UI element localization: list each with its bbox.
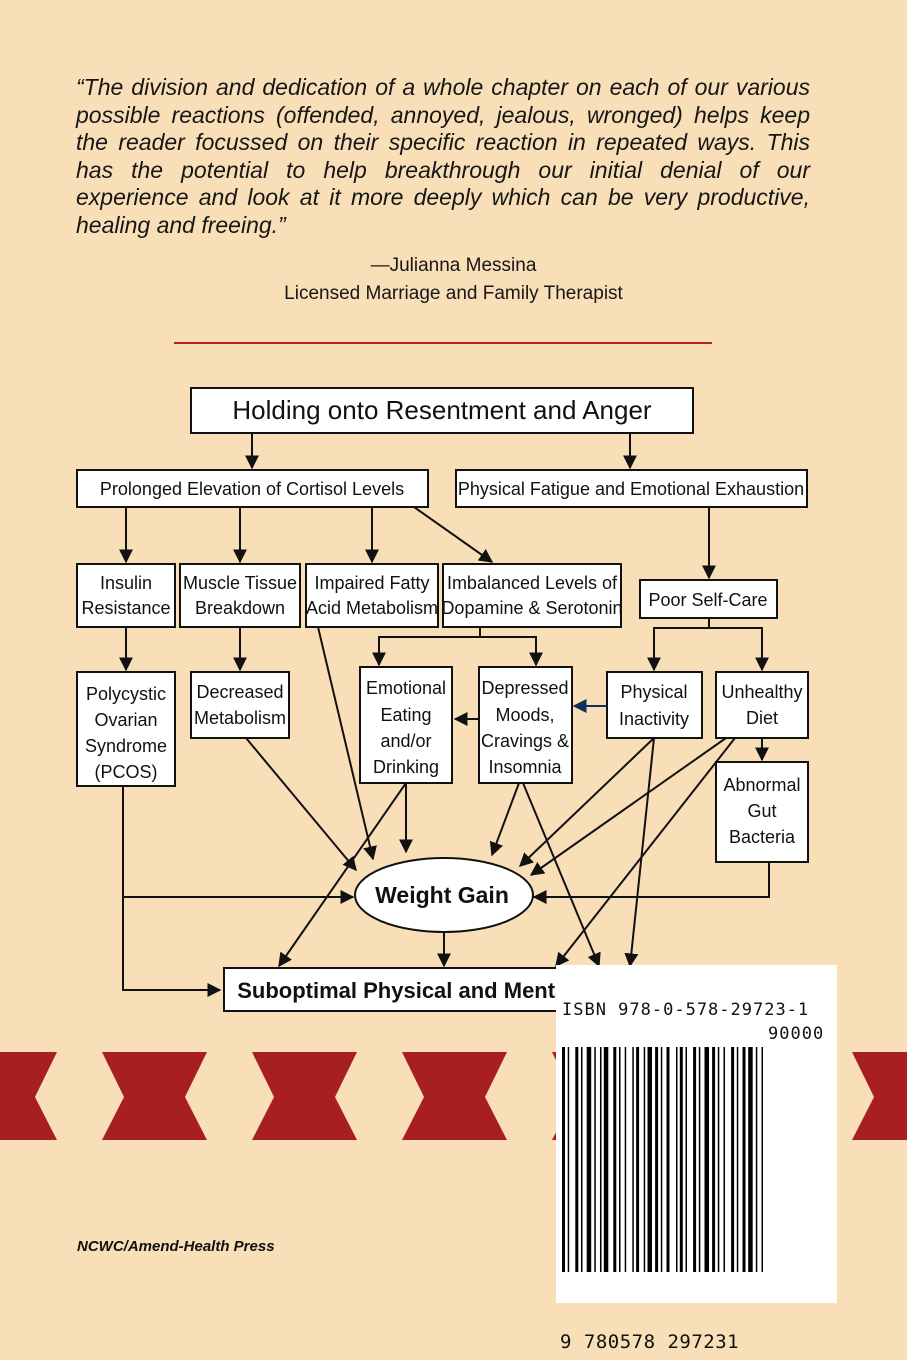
- svg-text:Breakdown: Breakdown: [195, 598, 285, 618]
- svg-text:Insomnia: Insomnia: [488, 757, 562, 777]
- flowchart-arrows: [119, 433, 770, 997]
- svg-text:Ovarian: Ovarian: [94, 710, 157, 730]
- node-muscle: Muscle Tissue Breakdown: [179, 563, 301, 628]
- barcode-bar: [613, 1047, 617, 1272]
- svg-text:Eating: Eating: [380, 705, 431, 725]
- svg-text:Imbalanced Levels of: Imbalanced Levels of: [447, 573, 618, 593]
- svg-text:Acid Metabolism: Acid Metabolism: [306, 598, 438, 618]
- svg-text:Drinking: Drinking: [373, 757, 439, 777]
- barcode-bar: [685, 1047, 687, 1272]
- svg-text:Physical Fatigue and Emotional: Physical Fatigue and Emotional Exhaustio…: [458, 479, 804, 499]
- barcode-bar: [647, 1047, 652, 1272]
- svg-text:and/or: and/or: [380, 731, 431, 751]
- barcode-bar: [660, 1047, 663, 1272]
- barcode-bar: [693, 1047, 697, 1272]
- barcode-bar: [761, 1047, 763, 1272]
- svg-text:(PCOS): (PCOS): [95, 762, 158, 782]
- svg-text:Weight Gain: Weight Gain: [375, 882, 509, 908]
- node-dopamine: Imbalanced Levels of Dopamine & Serotoni…: [441, 563, 623, 628]
- barcode-bar: [755, 1047, 758, 1272]
- svg-text:Diet: Diet: [746, 708, 778, 728]
- barcode-panel: [556, 965, 837, 1303]
- barcode-bar: [600, 1047, 602, 1272]
- barcode-bar: [666, 1047, 670, 1272]
- barcode-bar: [643, 1047, 646, 1272]
- svg-text:Dopamine & Serotonin: Dopamine & Serotonin: [441, 598, 622, 618]
- barcode-bar: [575, 1047, 579, 1272]
- publisher-name: NCWC/Amend-Health Press: [77, 1238, 275, 1255]
- endorsement-quote: “The division and dedication of a whole …: [76, 74, 810, 238]
- svg-text:Muscle Tissue: Muscle Tissue: [183, 573, 297, 593]
- svg-text:Emotional: Emotional: [366, 678, 446, 698]
- barcode-bar: [655, 1047, 659, 1272]
- svg-text:Cravings &: Cravings &: [481, 731, 569, 751]
- svg-text:Bacteria: Bacteria: [729, 827, 796, 847]
- barcode-bar: [586, 1047, 592, 1272]
- barcode-bar: [619, 1047, 621, 1272]
- svg-text:Decreased: Decreased: [196, 682, 283, 702]
- svg-text:Syndrome: Syndrome: [85, 736, 167, 756]
- divider-rule: [174, 342, 712, 344]
- quote-author: —Julianna Messina: [370, 255, 537, 276]
- barcode-bar: [632, 1047, 634, 1272]
- barcode-bar: [712, 1047, 716, 1272]
- barcode-bar: [562, 1047, 565, 1272]
- svg-text:Depressed: Depressed: [481, 678, 568, 698]
- barcode-bar: [624, 1047, 627, 1272]
- svg-text:Insulin: Insulin: [100, 573, 152, 593]
- barcode-bar: [594, 1047, 596, 1272]
- isbn-label: ISBN 978-0-578-29723-1: [562, 1000, 810, 1020]
- svg-text:Moods,: Moods,: [495, 705, 554, 725]
- svg-text:Gut: Gut: [747, 801, 776, 821]
- node-self-care: Poor Self-Care: [639, 579, 778, 619]
- node-metabolism: Decreased Metabolism: [190, 671, 290, 739]
- svg-text:Abnormal: Abnormal: [723, 775, 800, 795]
- node-resentment: Holding onto Resentment and Anger: [190, 387, 694, 434]
- node-cortisol: Prolonged Elevation of Cortisol Levels: [76, 469, 429, 508]
- node-inactivity: Physical Inactivity: [606, 671, 703, 739]
- svg-text:Inactivity: Inactivity: [619, 709, 689, 729]
- svg-text:Impaired Fatty: Impaired Fatty: [314, 573, 429, 593]
- svg-text:Metabolism: Metabolism: [194, 708, 286, 728]
- isbn-number: 9 780578 297231: [560, 1331, 740, 1353]
- svg-text:Unhealthy: Unhealthy: [721, 682, 802, 702]
- barcode-bar: [723, 1047, 725, 1272]
- node-insulin: Insulin Resistance: [76, 563, 176, 628]
- svg-text:Resistance: Resistance: [81, 598, 170, 618]
- quote-author-title: Licensed Marriage and Family Therapist: [284, 283, 623, 304]
- node-fatty-acid: Impaired Fatty Acid Metabolism: [305, 563, 439, 628]
- barcode-bars: [562, 1047, 763, 1272]
- barcode-bar: [567, 1047, 570, 1272]
- barcode-bar: [748, 1047, 753, 1272]
- node-unhealthy-diet: Unhealthy Diet: [715, 671, 809, 739]
- svg-text:Physical: Physical: [620, 682, 687, 702]
- svg-text:Polycystic: Polycystic: [86, 684, 166, 704]
- node-gut-bacteria: Abnormal Gut Bacteria: [715, 761, 809, 863]
- svg-text:Prolonged Elevation of Cortiso: Prolonged Elevation of Cortisol Levels: [100, 479, 404, 499]
- barcode-bar: [676, 1047, 678, 1272]
- barcode-bar: [603, 1047, 609, 1272]
- barcode-bar: [717, 1047, 720, 1272]
- svg-text:Poor Self-Care: Poor Self-Care: [648, 590, 767, 610]
- node-fatigue: Physical Fatigue and Emotional Exhaustio…: [455, 469, 808, 508]
- price-code: 90000: [768, 1024, 825, 1044]
- barcode-bar: [636, 1047, 640, 1272]
- barcode-bar: [581, 1047, 583, 1272]
- barcode-bar: [679, 1047, 683, 1272]
- barcode-bar: [698, 1047, 701, 1272]
- barcode-bar: [742, 1047, 746, 1272]
- node-depressed: Depressed Moods, Cravings & Insomnia: [478, 666, 573, 784]
- barcode-bar: [736, 1047, 739, 1272]
- node-weight-gain: Weight Gain: [354, 857, 534, 933]
- svg-text:Holding onto Resentment and An: Holding onto Resentment and Anger: [232, 395, 652, 425]
- node-pcos: Polycystic Ovarian Syndrome (PCOS): [76, 671, 176, 787]
- node-emotional-eating: Emotional Eating and/or Drinking: [359, 666, 453, 784]
- barcode-bar: [731, 1047, 735, 1272]
- barcode-bar: [704, 1047, 709, 1272]
